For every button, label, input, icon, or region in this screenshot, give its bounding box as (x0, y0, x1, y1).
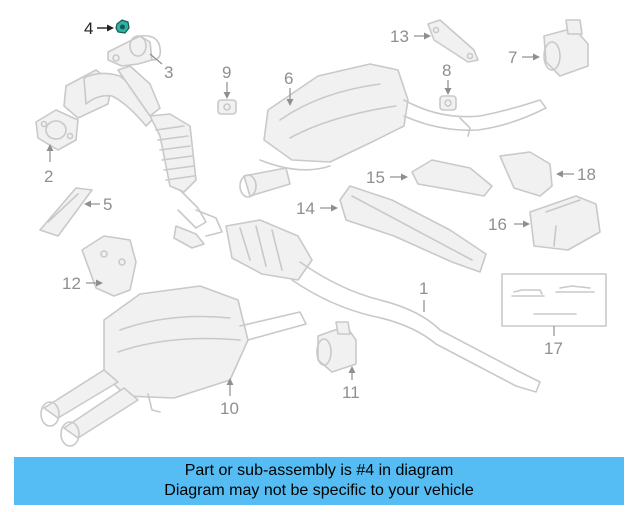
part-4-nut-highlighted[interactable] (115, 19, 130, 34)
callout-4: 4 (84, 19, 93, 38)
callout-18: 18 (577, 165, 596, 184)
callout-2: 2 (44, 167, 53, 186)
banner-line-2: Diagram may not be specific to your vehi… (164, 482, 474, 499)
part-16-bracket (529, 195, 601, 251)
callout-1: 1 (419, 279, 428, 298)
callout-15: 15 (366, 168, 385, 187)
callout-numbers: 4 3 2 5 12 9 6 13 8 7 15 18 14 16 1 17 1… (44, 19, 596, 418)
callout-8: 8 (442, 61, 451, 80)
callout-17: 17 (544, 339, 563, 358)
part-12-bracket (81, 235, 137, 297)
callout-16: 16 (488, 215, 507, 234)
part-10-rear-muffler (40, 285, 307, 447)
part-18-bracket (499, 151, 553, 197)
callout-12: 12 (62, 274, 81, 293)
part-6-muffler (239, 63, 547, 198)
part-2-gasket (35, 109, 79, 151)
part-13-bracket (427, 19, 479, 63)
part-info-banner: Part or sub-assembly is #4 in diagram Di… (14, 457, 624, 505)
part-9-rubber-hanger (217, 99, 237, 115)
part-8-rubber-hanger (439, 95, 457, 111)
callout-7: 7 (508, 48, 517, 67)
part-5-heat-shield (39, 187, 93, 237)
callout-5: 5 (103, 195, 112, 214)
callout-lines (46, 24, 574, 396)
callout-13: 13 (390, 27, 409, 46)
front-downpipe (63, 65, 223, 249)
callout-14: 14 (296, 199, 315, 218)
callout-11: 11 (342, 383, 360, 402)
part-1-intermediate-pipe (225, 219, 541, 393)
callout-6: 6 (284, 69, 293, 88)
banner-line-1: Part or sub-assembly is #4 in diagram (184, 462, 454, 479)
part-14-heat-shield (339, 185, 487, 273)
callout-3: 3 (164, 63, 173, 82)
part-15-heat-shield (411, 159, 493, 197)
part-11-clamp (316, 321, 357, 373)
exhaust-parts-diagram: 4 3 2 5 12 9 6 13 8 7 15 18 14 16 1 17 1… (35, 19, 607, 447)
part-17-label-kit (501, 273, 607, 327)
callout-10: 10 (220, 399, 239, 418)
callout-9: 9 (222, 63, 231, 82)
part-3-bracket (107, 34, 162, 67)
part-7-clamp (543, 19, 589, 77)
